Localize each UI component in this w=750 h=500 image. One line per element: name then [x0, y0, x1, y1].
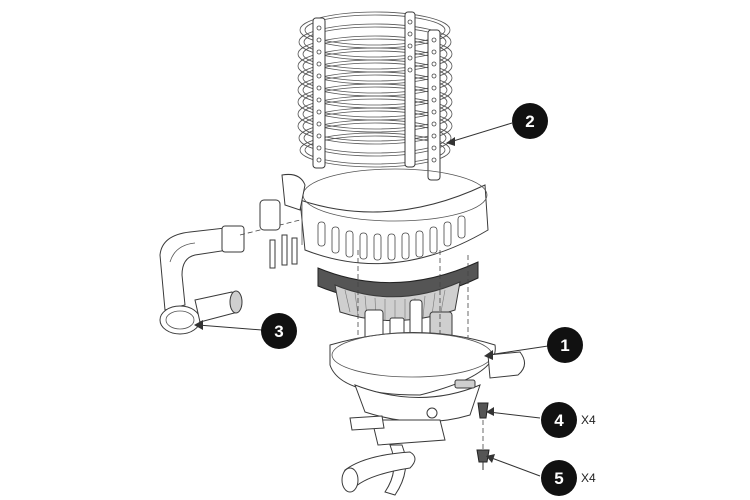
screws	[476, 402, 490, 470]
connector-clips	[259, 174, 306, 269]
base-housing	[329, 332, 525, 423]
arrowhead-3	[194, 320, 203, 330]
leader-line-2	[449, 122, 513, 143]
arrowhead-1	[484, 350, 493, 360]
callout-2: 2	[512, 103, 548, 139]
arrowhead-2	[446, 137, 455, 146]
callout-circle	[261, 313, 297, 349]
callout-number: 2	[525, 112, 534, 131]
callout-circle	[541, 460, 577, 496]
coil-rings	[297, 11, 453, 168]
leader-line-4	[488, 411, 541, 419]
callout-circle	[547, 327, 583, 363]
callout-quantity: X4	[581, 471, 596, 485]
leader-line-1	[487, 345, 549, 356]
callout-quantity: X4	[581, 413, 596, 427]
arrowhead-4	[486, 407, 494, 416]
leader-line-5	[488, 456, 541, 477]
leader-lines	[194, 122, 549, 477]
callout-4: 4 X4	[541, 402, 596, 438]
callout-number: 5	[554, 469, 563, 488]
callout-circle	[541, 402, 577, 438]
coil-spacer-strips	[312, 11, 441, 181]
callout-number: 1	[560, 336, 569, 355]
arrowhead-5	[486, 454, 495, 463]
callout-3: 3	[261, 313, 297, 349]
knurled-nut	[317, 261, 479, 322]
callout-number: 4	[554, 411, 564, 430]
lower-clamp-handle	[341, 415, 446, 496]
pipe-elbow	[159, 219, 301, 335]
callout-1: 1	[547, 327, 583, 363]
callout-number: 3	[274, 322, 283, 341]
leader-line-3	[197, 324, 263, 331]
callout-circle	[512, 103, 548, 139]
coil-assembly	[297, 11, 453, 181]
perforated-band	[299, 168, 489, 265]
callout-5: 5 X4	[541, 460, 596, 496]
